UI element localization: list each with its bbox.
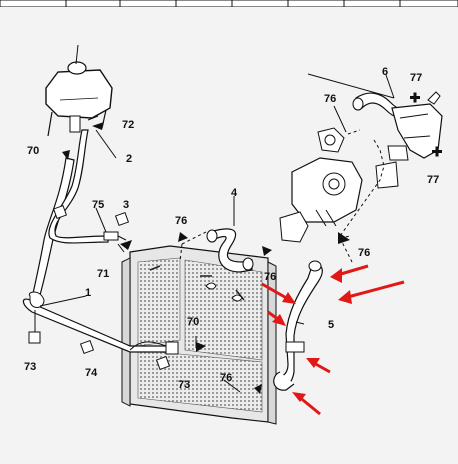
thermostat-housing — [279, 127, 363, 243]
callout-labels: 1 2 3 4 5 6 70 70 71 72 73 73 74 75 76 7… — [24, 66, 439, 391]
leader-lines — [34, 44, 395, 393]
header-table-strip — [0, 0, 458, 8]
callout-70-lower: 70 — [187, 316, 199, 328]
callout-3: 3 — [123, 199, 129, 211]
callout-76-thermostat: 76 — [264, 271, 276, 283]
red-highlight-arrows — [261, 264, 405, 416]
callout-76-right: 76 — [358, 247, 370, 259]
hose-4 — [206, 228, 254, 273]
plus-icon — [410, 92, 442, 157]
hose-5 — [273, 260, 323, 391]
callout-72: 72 — [122, 119, 134, 131]
hose-2 — [48, 129, 119, 244]
callout-76-bottom: 76 — [220, 372, 232, 384]
box-3 — [114, 211, 130, 227]
dashed-leaders — [179, 129, 385, 263]
radiator — [121, 245, 277, 425]
callout-74: 74 — [85, 367, 98, 379]
callout-5: 5 — [328, 319, 334, 331]
callout-76-top: 76 — [324, 93, 336, 105]
reference-boxes — [28, 204, 171, 371]
callout-75: 75 — [92, 199, 104, 211]
callout-73-left: 73 — [24, 361, 36, 373]
hose-1 — [22, 291, 179, 355]
callout-2: 2 — [126, 153, 132, 165]
box-73a — [28, 331, 41, 344]
pointer-arrows — [62, 122, 350, 394]
callout-77-top: 77 — [410, 72, 422, 84]
box-74 — [79, 339, 95, 355]
hose-6 — [352, 91, 443, 189]
callout-4: 4 — [231, 187, 238, 199]
callout-73-right: 73 — [178, 379, 190, 391]
callout-1: 1 — [85, 287, 91, 299]
callout-77-bottom: 77 — [427, 174, 439, 186]
callout-71: 71 — [97, 268, 109, 280]
callout-70-upper: 70 — [27, 145, 39, 157]
box-73b — [155, 355, 171, 371]
callout-6: 6 — [382, 66, 388, 78]
box-75 — [52, 204, 68, 220]
callout-76-hose4: 76 — [175, 215, 187, 227]
